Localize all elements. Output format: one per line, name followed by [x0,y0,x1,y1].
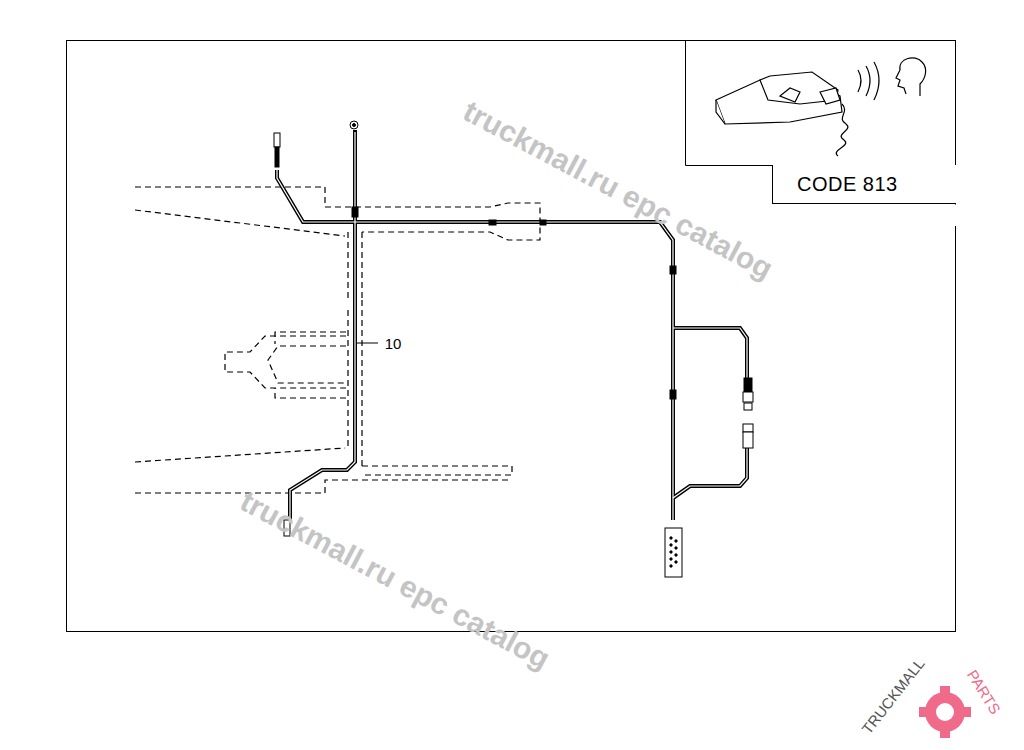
wire-harness [277,130,747,520]
code-box: CODE 813 [772,165,956,204]
phone-illustration [716,58,926,156]
callout-number: 10 [385,335,402,352]
cab-outline [135,187,540,493]
watermark: truckmall.ru epc catalog [235,484,556,676]
frame [67,41,956,632]
connectors [274,121,753,577]
leader-line [357,343,378,344]
logo-gear [919,686,971,738]
frame-gap [954,205,957,227]
logo-text: TRUCKMALL [858,655,927,737]
inset-border [686,41,956,166]
code-label: CODE 813 [797,173,898,196]
